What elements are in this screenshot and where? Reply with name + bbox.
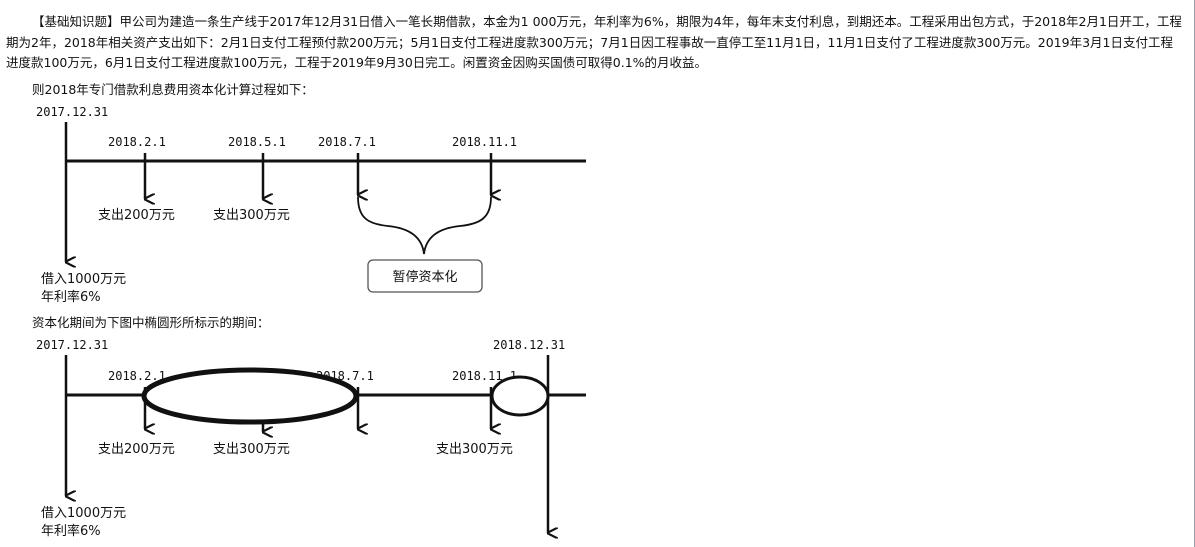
d1-date-nov: 2018.11.1 (452, 135, 517, 149)
problem-paragraph: 【基础知识题】甲公司为建造一条生产线于2017年12月31日借入一笔长期借款，本… (6, 12, 1184, 74)
d1-date-jul: 2018.7.1 (318, 135, 376, 149)
d2-capitalization-ellipse-2 (490, 375, 550, 417)
d1-outflow-300: 支出300万元 (213, 208, 290, 223)
d1-outflow-200: 支出200万元 (98, 208, 175, 223)
diagram2: 2017.12.31 2018.12.31 2018.2.1 2018.7.1 … (36, 338, 586, 539)
d1-start-date: 2017.12.31 (36, 105, 108, 119)
diagram1: 2017.12.31 2018.2.1 2018.5.1 2018.7.1 20… (36, 105, 586, 305)
d2-rate-label: 年利率6% (41, 523, 101, 539)
d2-outflow-200: 支出200万元 (98, 442, 175, 457)
d2-end-date: 2018.12.31 (493, 338, 565, 352)
d2-outflow-300-may: 支出300万元 (213, 442, 290, 457)
d1-pause-box (367, 259, 483, 293)
d2-borrow-label: 借入1000万元 (41, 506, 126, 521)
question-text: 甲公司为建造一条生产线于2017年12月31日借入一笔长期借款，本金为1 000… (6, 14, 1182, 70)
question-tag: 【基础知识题】 (32, 14, 120, 29)
diagram2-caption: 资本化期间为下图中椭圆形所标示的期间： (32, 315, 270, 330)
intro-line: 则2018年专门借款利息费用资本化计算过程如下： (32, 82, 314, 97)
d1-date-feb: 2018.2.1 (108, 135, 166, 149)
d2-date-feb: 2018.2.1 (108, 369, 166, 383)
d2-capitalization-ellipse-1 (141, 367, 359, 425)
d2-date-nov: 2018.11.1 (452, 369, 517, 383)
d1-pause-label: 暂停资本化 (392, 269, 457, 285)
d2-outflow-300-nov: 支出300万元 (436, 442, 513, 457)
d1-pause-brace (357, 196, 492, 255)
d2-start-date: 2017.12.31 (36, 338, 108, 352)
d1-borrow-label: 借入1000万元 (41, 272, 126, 287)
d1-date-may: 2018.5.1 (228, 135, 286, 149)
d1-rate-label: 年利率6% (41, 289, 101, 305)
